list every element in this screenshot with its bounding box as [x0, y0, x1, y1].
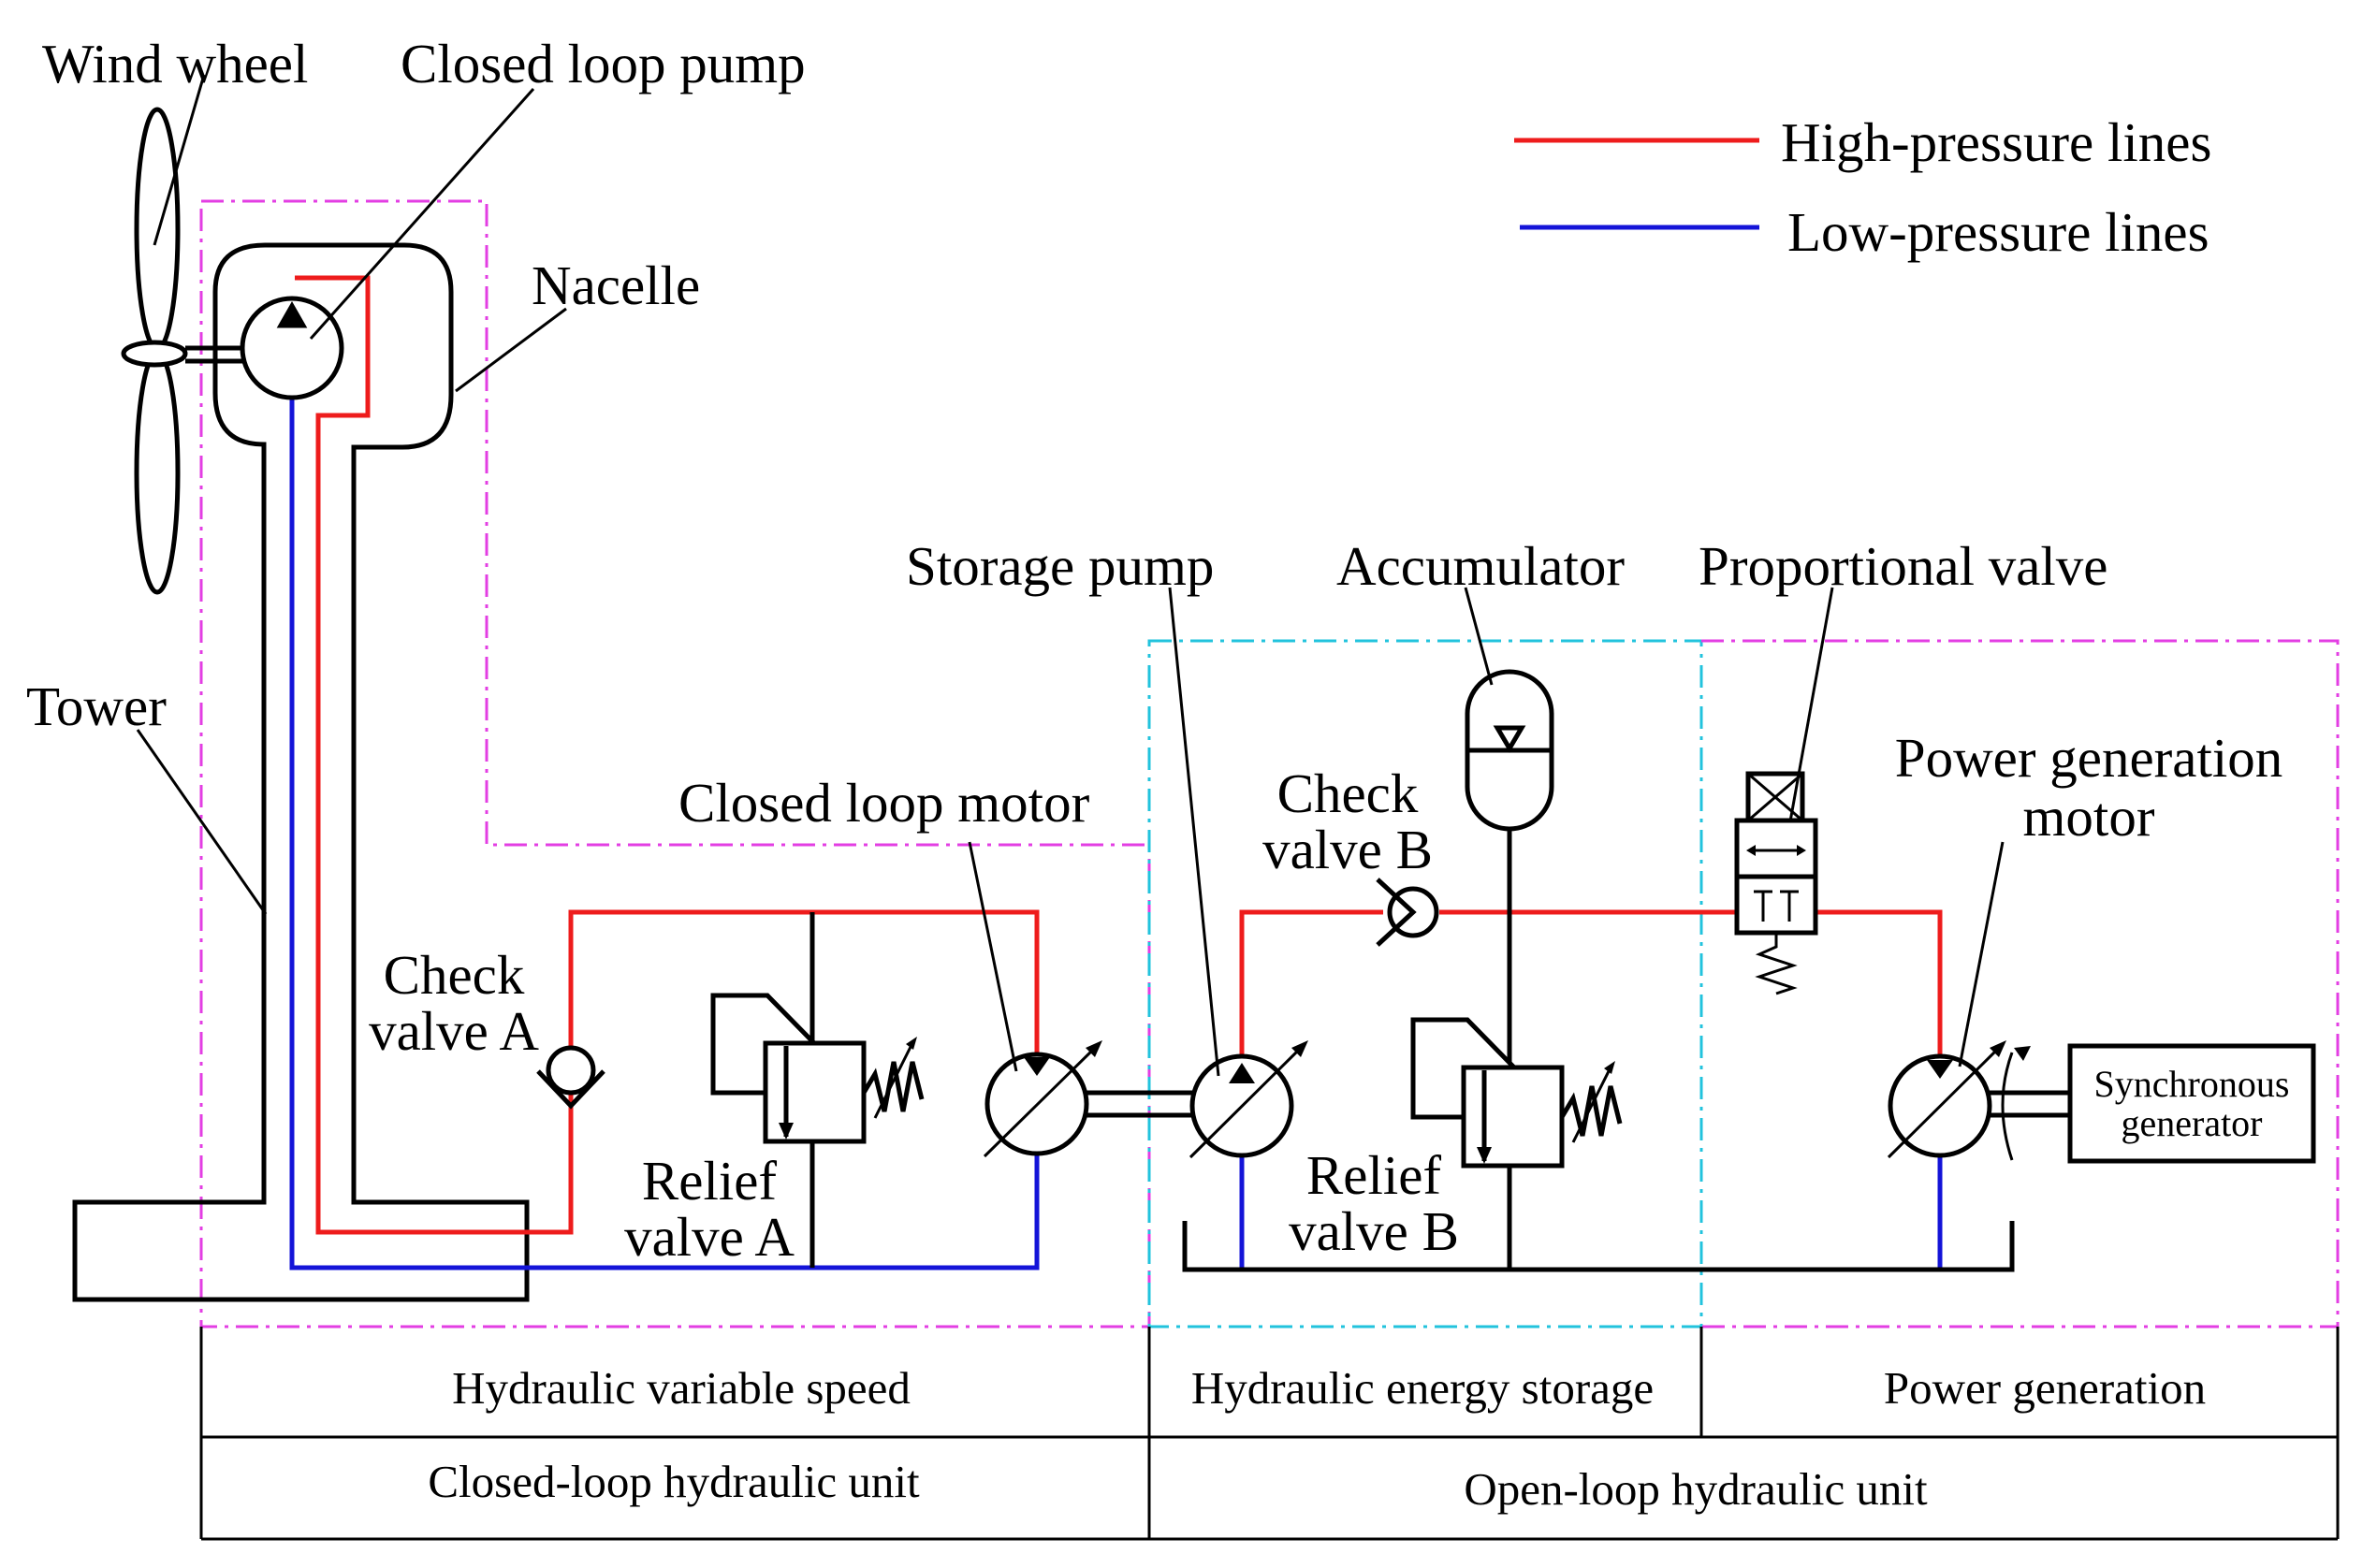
table-cell-hydraulic-energy-storage: Hydraulic energy storage — [1191, 1362, 1654, 1414]
label-power-generation-motor-2: motor — [2023, 786, 2155, 848]
label-wind-wheel: Wind wheel — [42, 33, 308, 94]
synchronous-generator: Synchronous generator — [2067, 1043, 2316, 1164]
leader-closed-loop-motor — [968, 841, 1018, 1072]
leader-proportional-valve — [1788, 587, 1834, 822]
label-power-generation-motor-1: Power generation — [1895, 727, 2283, 789]
relief-valve-b-symbol — [1410, 1017, 1623, 1169]
label-storage-pump: Storage pump — [906, 535, 1214, 597]
label-accumulator: Accumulator — [1336, 535, 1625, 597]
legend-low-pressure-label: Low-pressure lines — [1787, 201, 2209, 263]
label-tower: Tower — [26, 675, 167, 737]
label-check-valve-a-2: valve A — [369, 1000, 539, 1062]
hp-line-to-gen-motor — [1816, 909, 1943, 1057]
table-cell-open-loop-unit: Open-loop hydraulic unit — [1464, 1463, 1928, 1515]
leader-tower — [136, 729, 268, 915]
storage-pump-symbol — [1188, 1040, 1308, 1159]
power-generation-motor-symbol — [1887, 1040, 2070, 1161]
synchronous-generator-label-1: Synchronous — [2094, 1063, 2290, 1105]
blade-upper — [134, 107, 181, 352]
closed-loop-pump-symbol — [240, 296, 344, 400]
leader-wind-wheel — [153, 74, 206, 246]
unit-table: Hydraulic variable speed Hydraulic energ… — [199, 1327, 2340, 1541]
legend: High-pressure lines Low-pressure lines — [1514, 111, 2211, 263]
wind-wheel — [121, 107, 251, 595]
power-generation-region-boundary — [1701, 639, 2340, 1328]
blade-lower — [134, 350, 181, 595]
lp-line-closed-loop — [289, 399, 1040, 1270]
label-nacelle: Nacelle — [532, 254, 700, 316]
leader-closed-loop-pump — [309, 88, 535, 340]
check-valve-b-symbol — [1376, 878, 1439, 947]
table-cell-hydraulic-variable-speed: Hydraulic variable speed — [452, 1362, 911, 1414]
leader-storage-pump — [1168, 587, 1220, 1077]
leader-nacelle — [455, 307, 567, 393]
nacelle-tower-outline — [72, 242, 530, 1302]
hp-line-storage-pump — [1239, 909, 1383, 1057]
label-check-valve-a-1: Check — [384, 944, 525, 1006]
label-relief-valve-a-1: Relief — [642, 1150, 778, 1212]
proportional-valve-symbol — [1734, 771, 1818, 995]
label-relief-valve-b-2: valve B — [1289, 1200, 1459, 1262]
energy-storage-region-boundary — [1147, 639, 1703, 1328]
closed-loop-motor-symbol — [983, 1040, 1102, 1158]
label-relief-valve-a-2: valve A — [624, 1206, 795, 1268]
hp-line-closed-loop-pump — [295, 275, 574, 1235]
label-closed-loop-pump: Closed loop pump — [401, 33, 806, 94]
tank-line-open-loop — [1182, 1221, 2015, 1272]
table-cell-closed-loop-unit: Closed-loop hydraulic unit — [428, 1456, 920, 1507]
legend-high-pressure-label: High-pressure lines — [1781, 111, 2211, 173]
synchronous-generator-label-2: generator — [2121, 1102, 2262, 1144]
check-valve-a-symbol — [536, 1045, 605, 1110]
leader-accumulator — [1464, 587, 1494, 686]
label-closed-loop-motor: Closed loop motor — [678, 772, 1090, 834]
hub — [121, 340, 188, 368]
relief-valve-a-symbol — [710, 993, 925, 1144]
accumulator-symbol — [1465, 669, 1554, 832]
table-cell-power-generation: Power generation — [1884, 1362, 2206, 1414]
label-relief-valve-b-1: Relief — [1306, 1144, 1442, 1206]
label-check-valve-b-2: valve B — [1262, 819, 1433, 880]
label-check-valve-b-1: Check — [1277, 762, 1419, 824]
hp-line-closed-loop-upper — [568, 909, 1040, 1055]
label-proportional-valve: Proportional valve — [1699, 535, 2108, 597]
leader-power-generation-motor — [1958, 841, 2005, 1067]
